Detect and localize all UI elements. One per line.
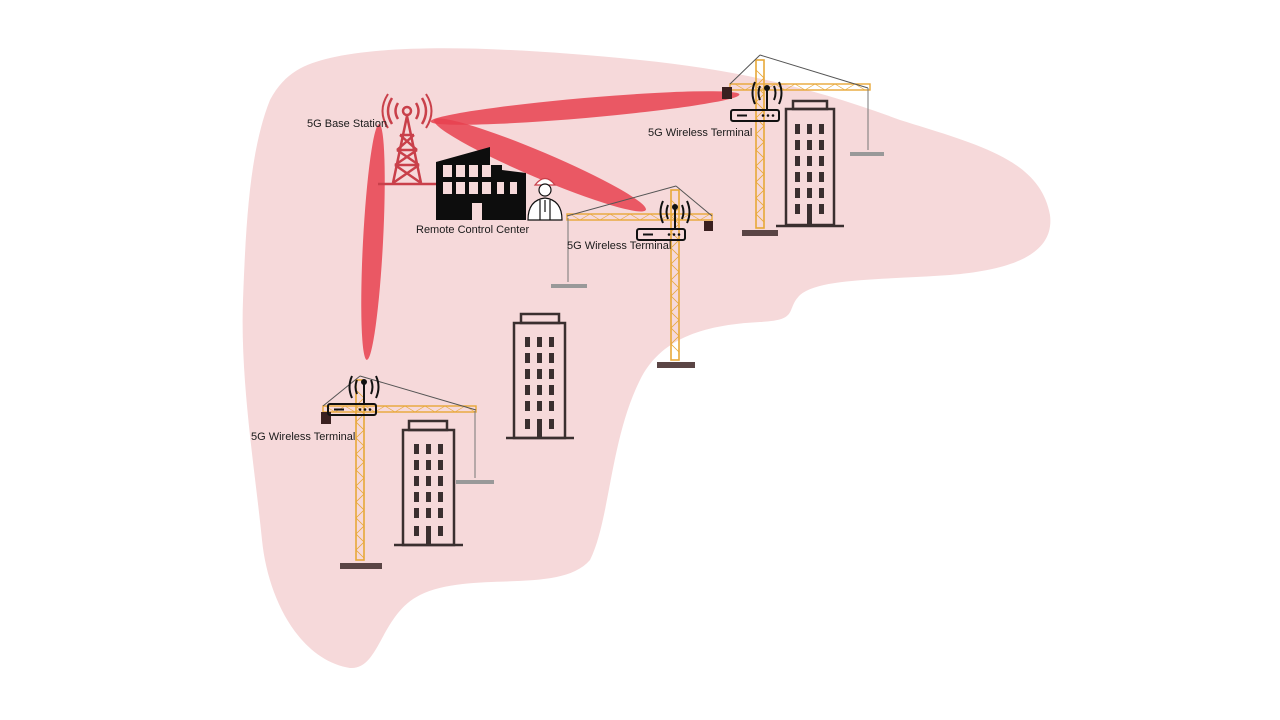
wireless-router-icon xyxy=(327,375,380,416)
worker-helmet-icon xyxy=(527,177,563,221)
wireless-router-icon xyxy=(730,81,783,122)
beam-to-terminal-middle xyxy=(434,118,646,212)
factory-building-icon xyxy=(436,147,526,220)
terminal-label-bottom: 5G Wireless Terminal xyxy=(251,431,356,443)
building-icon xyxy=(394,419,463,547)
terminal-label-middle: 5G Wireless Terminal xyxy=(567,240,672,252)
tower-crane-top xyxy=(722,54,884,236)
tower-crane-bottom xyxy=(321,375,494,569)
cell-tower-icon xyxy=(378,93,436,186)
tower-crane-middle xyxy=(551,185,713,368)
building-icon xyxy=(506,312,574,440)
coverage-area xyxy=(242,48,1051,669)
terminal-label-top: 5G Wireless Terminal xyxy=(648,127,753,139)
building-icon xyxy=(776,99,844,228)
base-station-label: 5G Base Station xyxy=(307,118,388,130)
control-center-label: Remote Control Center xyxy=(416,224,530,236)
beam-to-terminal-top xyxy=(430,91,740,125)
wireless-router-icon xyxy=(636,200,691,241)
